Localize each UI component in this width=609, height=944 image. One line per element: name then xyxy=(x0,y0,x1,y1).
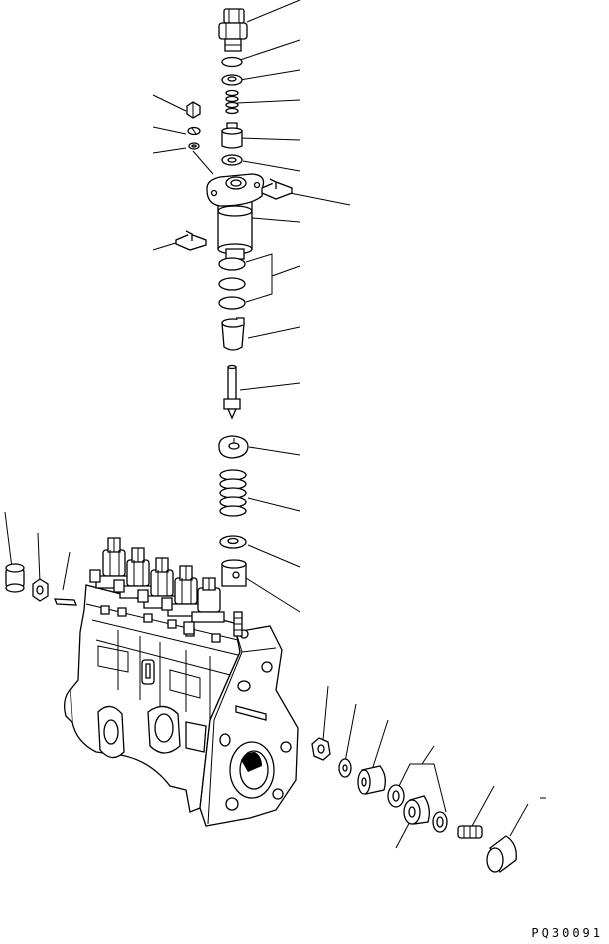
delivery-valve-holder xyxy=(219,9,247,51)
shim-2 xyxy=(433,812,447,832)
leader-spring-seat-lower xyxy=(248,545,300,567)
drawing-code: PQ30091 xyxy=(531,926,603,940)
valve-spring xyxy=(226,91,238,114)
barrel-flange xyxy=(207,174,264,259)
nut xyxy=(187,102,200,118)
o-ring-1 xyxy=(219,258,245,270)
leader-nut xyxy=(153,95,186,111)
plate-left xyxy=(176,231,206,250)
pump-delivery-valve-holder-1 xyxy=(90,538,130,588)
pump-delivery-valve-holder-5 xyxy=(184,578,224,634)
leader-lines xyxy=(5,0,546,848)
leader-coupling xyxy=(372,720,388,770)
pin xyxy=(458,826,482,838)
valve-stopper xyxy=(222,75,242,85)
o-ring-2 xyxy=(219,278,245,290)
leader-plate-right xyxy=(290,193,350,205)
leader-delivery-valve xyxy=(240,138,300,140)
gasket xyxy=(222,155,242,165)
coupling-hub xyxy=(358,766,385,794)
leader-spring-seat-upper xyxy=(249,447,300,455)
lock-washer xyxy=(188,128,200,135)
leader-tappet xyxy=(246,578,300,612)
leader-nut-bottom xyxy=(323,686,328,740)
leader-gasket xyxy=(243,161,300,171)
leader-nut-left xyxy=(38,533,40,582)
plunger-sleeve xyxy=(222,318,244,350)
nut-bottom xyxy=(312,738,330,760)
plate-right xyxy=(262,179,292,199)
o-ring-3 xyxy=(219,297,245,309)
leader-washer-bottom xyxy=(345,704,356,762)
nut-left xyxy=(33,579,48,601)
key-left xyxy=(55,599,76,605)
leader-o-rings xyxy=(272,266,300,276)
leader-pin xyxy=(471,786,494,828)
tappet xyxy=(222,560,246,586)
spring-seat-lower xyxy=(220,536,246,548)
o-ring-top xyxy=(222,58,242,67)
shim-1 xyxy=(388,785,404,807)
leader-barrel xyxy=(252,218,300,222)
bushing xyxy=(404,796,429,824)
pump-body xyxy=(65,585,298,826)
leader-cap-left xyxy=(5,512,12,568)
leader-key-left xyxy=(63,552,70,590)
leader-delivery-valve-holder xyxy=(247,0,300,22)
leader-valve-stopper xyxy=(240,70,300,80)
leader-cap-bottom xyxy=(510,804,528,836)
leader-o-rings-bracket xyxy=(246,254,272,302)
cap-bottom xyxy=(487,836,516,872)
plunger-spring xyxy=(220,470,246,516)
leader-lock-washer xyxy=(153,127,186,134)
leader-shims xyxy=(422,746,434,764)
delivery-valve xyxy=(222,123,242,148)
leader-flange-to-washer xyxy=(193,151,213,174)
leader-o-ring-top xyxy=(240,40,300,60)
plunger xyxy=(224,366,240,419)
leader-plunger-sleeve xyxy=(248,327,300,338)
washer-bottom xyxy=(339,759,351,777)
leader-plunger-spring xyxy=(248,498,300,511)
cap-left xyxy=(6,564,24,592)
washer-small xyxy=(189,143,199,149)
spring-seat-upper xyxy=(219,436,248,458)
leader-plunger xyxy=(240,383,300,390)
leader-valve-spring xyxy=(237,100,300,103)
leader-washer xyxy=(153,148,186,153)
